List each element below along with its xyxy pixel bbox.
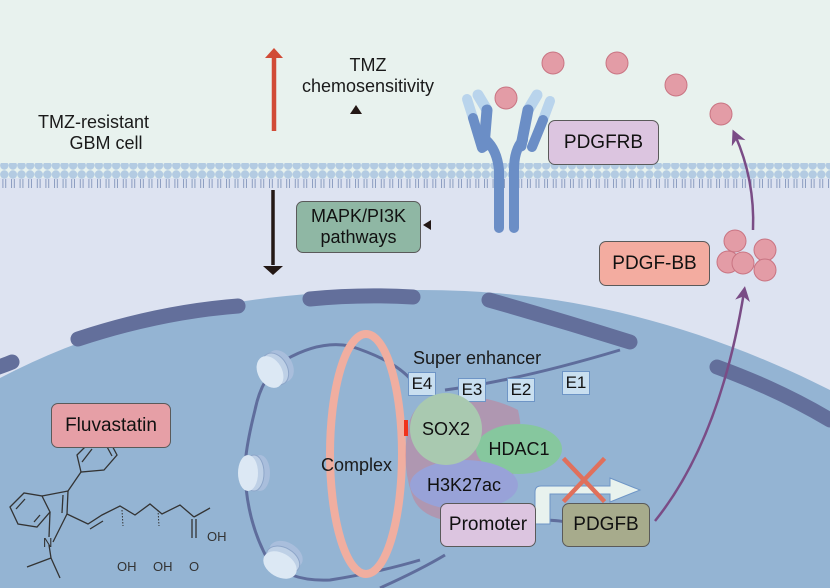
plasma-membrane — [0, 163, 830, 188]
fluvastatin-structure — [9, 427, 211, 579]
mapk-label-line-2: pathways — [320, 227, 397, 247]
pdgf-bb-cluster — [716, 229, 777, 282]
pdgf-bb-box: PDGF-BB — [599, 241, 710, 286]
h3k27ac-mark: H3K27ac — [410, 460, 518, 510]
tmz-label-line-2: chemosensitivity — [301, 75, 435, 96]
cell-type-label: TMZ-resistant GBM cell — [38, 112, 149, 153]
inhibition-line — [175, 420, 408, 436]
hydroxyl-label-2: OH — [153, 559, 173, 574]
complex-label: Complex — [321, 455, 393, 475]
blocked-x-icon — [561, 456, 607, 504]
enhancer-e2: E2 — [507, 378, 535, 402]
cell-label-line-2: GBM cell — [69, 132, 143, 153]
nitrogen-label: N — [43, 535, 53, 550]
cell-label-line-1: TMZ-resistant — [38, 112, 150, 132]
tmz-chemosensitivity-label: TMZ chemosensitivity — [285, 55, 451, 96]
super-enhancer-label: Super enhancer — [413, 348, 542, 368]
enhancer-e1: E1 — [562, 371, 590, 395]
pdgf-ligands-extracellular — [494, 51, 733, 126]
nucleosomes — [238, 350, 303, 579]
fluvastatin-box: Fluvastatin — [51, 403, 171, 448]
secretion-arrow-upper — [731, 129, 755, 231]
sox2-protein: SOX2 — [410, 393, 482, 465]
promoter-box: Promoter — [440, 503, 536, 547]
hydroxyl-label-3: OH — [207, 529, 227, 544]
oxygen-label: O — [189, 559, 200, 574]
enhancer-e4: E4 — [408, 372, 436, 396]
decrease-arrow-icon — [263, 190, 283, 275]
tmz-label-line-1: TMZ — [349, 55, 387, 75]
pathway-to-tmz-arrow — [350, 105, 362, 198]
mapk-label-line-1: MAPK/PI3K — [310, 206, 407, 227]
pdgfrb-box: PDGFRB — [548, 120, 659, 165]
receptor-to-mapk-arrow — [423, 220, 493, 230]
stereo-wedges — [121, 509, 160, 527]
increase-arrow-icon — [265, 48, 283, 131]
pdgfrb-receptor — [462, 89, 555, 233]
transcription-to-pdgfbb-arrow — [654, 286, 750, 522]
mapk-pi3k-box: MAPK/PI3K pathways — [296, 201, 421, 253]
pdgfb-gene-box: PDGFB — [562, 503, 650, 547]
cohesin-ring — [326, 330, 406, 578]
nuclear-envelope — [0, 288, 830, 428]
transcription-arrow — [534, 477, 642, 525]
hydroxyl-label-1: OH — [117, 559, 137, 574]
